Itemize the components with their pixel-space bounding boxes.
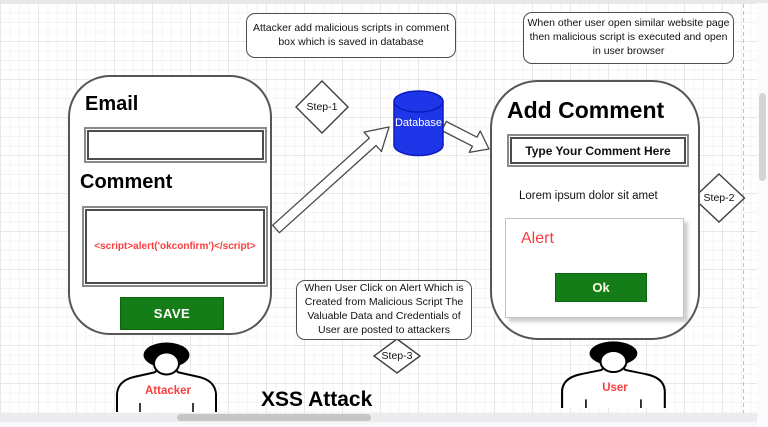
email-label: Email xyxy=(85,93,139,115)
add-comment-input-text: Type Your Comment Here xyxy=(510,137,686,164)
database-cylinder-icon xyxy=(393,90,444,157)
ok-button[interactable]: Ok xyxy=(555,273,647,302)
comment-label: Comment xyxy=(80,171,173,193)
vertical-scrollbar xyxy=(757,3,768,427)
alert-dialog: Alert Ok xyxy=(505,218,684,318)
step3-label: Step-3 xyxy=(381,350,413,362)
user-label: User xyxy=(602,382,628,394)
step2-label: Step-2 xyxy=(703,192,735,204)
note-step1: Attacker add malicious scripts in commen… xyxy=(246,13,456,58)
add-comment-title: Add Comment xyxy=(507,97,665,123)
step1-label: Step-1 xyxy=(306,101,338,113)
database-label: Database xyxy=(394,117,443,129)
horizontal-scrollbar-track[interactable] xyxy=(0,413,757,422)
comment-textarea[interactable]: <script>alert('okconfirm')</script> xyxy=(82,206,268,287)
add-comment-input[interactable]: Type Your Comment Here xyxy=(507,134,689,167)
diagram-title: XSS Attack xyxy=(261,388,373,411)
email-input[interactable] xyxy=(84,127,267,163)
attacker-label: Attacker xyxy=(144,385,192,397)
database-shape: Database xyxy=(391,88,446,160)
email-input-value xyxy=(87,130,264,160)
attacker-form-panel xyxy=(68,75,272,335)
attacker-figure: Attacker xyxy=(115,341,221,412)
note-step2: When other user open similar website pag… xyxy=(523,12,734,64)
horizontal-scrollbar xyxy=(0,413,757,427)
vertical-scrollbar-thumb[interactable] xyxy=(759,93,766,181)
attacker-figure-icon xyxy=(116,342,217,412)
save-button[interactable]: SAVE xyxy=(120,297,224,330)
user-figure: User xyxy=(560,340,670,408)
alert-title: Alert xyxy=(521,230,554,247)
top-edge-divider xyxy=(0,0,768,3)
comment-preview-text: Lorem ipsum dolor sit amet xyxy=(519,190,658,202)
note-step3: When User Click on Alert Which is Create… xyxy=(296,280,472,340)
malicious-script-text: <script>alert('okconfirm')</script> xyxy=(85,209,265,284)
horizontal-scrollbar-thumb[interactable] xyxy=(177,414,371,421)
user-figure-icon xyxy=(561,341,666,408)
